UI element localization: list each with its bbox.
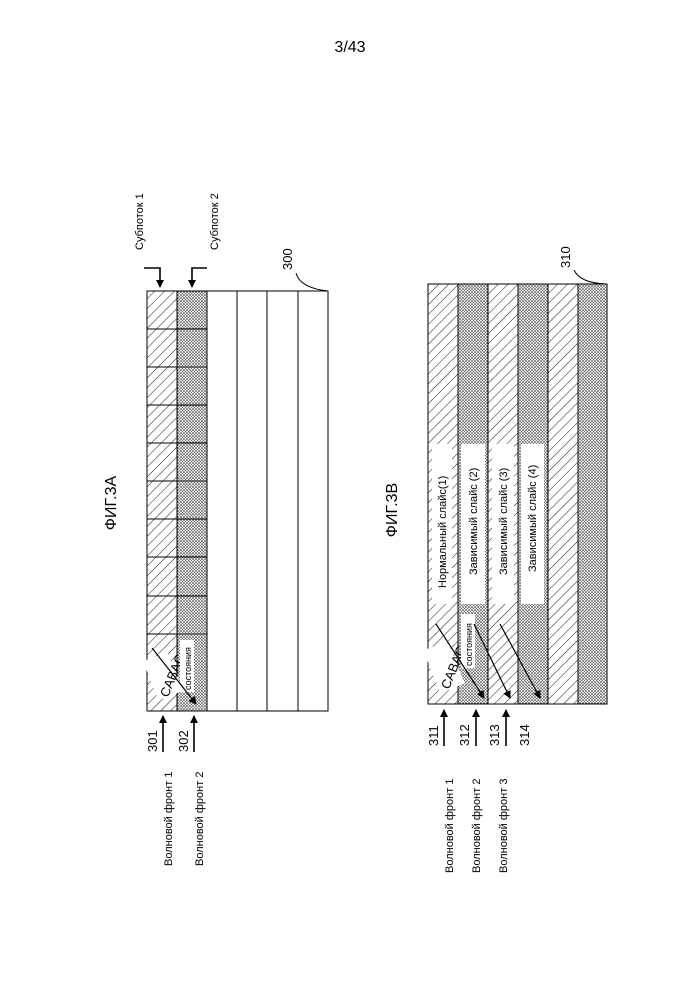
ref-312: 312 [457, 724, 472, 746]
substream-2-label: Субпоток 2 [209, 193, 221, 250]
figure-3a: ФИГ.3А Субпоток 1 Субпоток 2 CABAC [103, 193, 328, 866]
state-label-b: состояния [464, 623, 474, 666]
column-6 [298, 291, 328, 711]
figure-3b: ФИГ.3В 310 Нормальный слайс(1) Зависимый… [384, 246, 607, 873]
column-5 [267, 291, 298, 711]
slice-dep-2-label: Зависимый слайс (2) [468, 468, 480, 575]
fig-3b-title: ФИГ.3В [384, 483, 401, 537]
ref-310-leader [574, 270, 606, 284]
wavefront-b3-label: Волновой фронт 3 [498, 779, 510, 873]
slice-dep-4-label: Зависимый слайс (4) [527, 465, 539, 572]
ref-314: 314 [517, 724, 532, 746]
ref-300: 300 [280, 248, 295, 270]
ref-301: 301 [145, 730, 160, 752]
ref-302: 302 [176, 730, 191, 752]
wavefront-1-label: Волновой фронт 1 [163, 772, 175, 866]
substream-2-arrow [192, 268, 207, 287]
state-label: состояния [183, 647, 193, 690]
ref-310: 310 [558, 246, 573, 268]
column-1-hatched [147, 291, 177, 711]
column-4 [237, 291, 267, 711]
slice-dep-3-label: Зависимый слайс (3) [498, 468, 510, 575]
page-number: 3/43 [334, 39, 365, 56]
wavefront-2-label: Волновой фронт 2 [194, 772, 206, 866]
wavefront-b2-label: Волновой фронт 2 [471, 779, 483, 873]
slice-normal-label: Нормальный слайс(1) [437, 476, 449, 588]
wavefront-b1-label: Волновой фронт 1 [444, 779, 456, 873]
substream-1-arrow [144, 268, 160, 287]
substream-1-label: Субпоток 1 [134, 193, 146, 250]
column-3 [207, 291, 237, 711]
ref-311: 311 [426, 725, 441, 746]
ref-300-leader [296, 273, 328, 291]
ref-313: 313 [487, 724, 502, 746]
fig-3a-title: ФИГ.3А [103, 475, 120, 530]
slice-col-5-hatched [548, 284, 578, 704]
slice-col-6-dotted [578, 284, 607, 704]
